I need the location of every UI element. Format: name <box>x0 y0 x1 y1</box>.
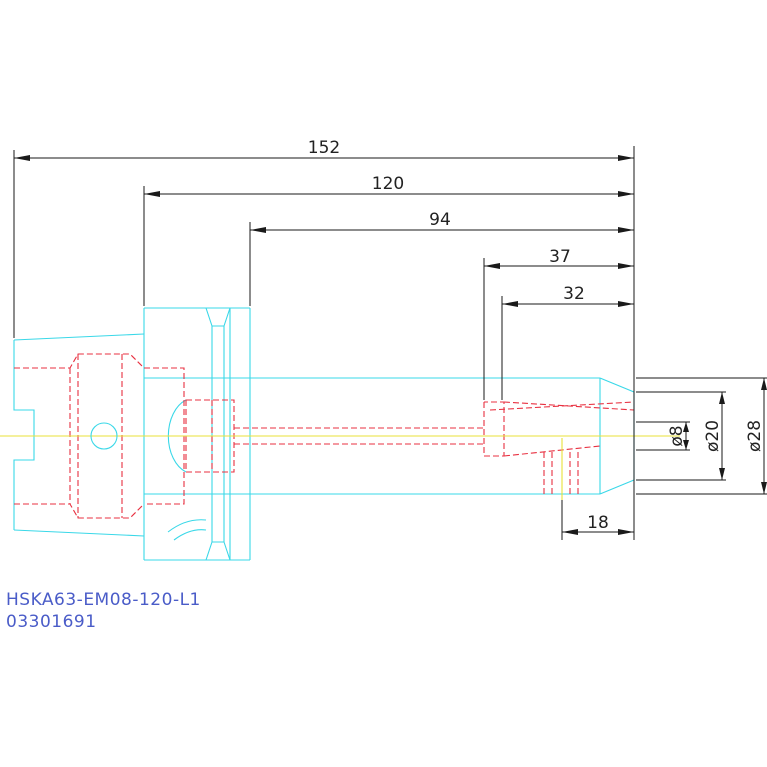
dim-18: 18 <box>587 513 609 533</box>
dimensions: 152 120 94 37 32 18 ø8 ø20 ø28 <box>13 138 767 540</box>
part-code: 03301691 <box>6 612 97 632</box>
dim-dia-20: ø20 <box>703 420 723 452</box>
centerline <box>0 435 680 500</box>
dim-32: 32 <box>563 284 585 304</box>
part-number: HSKA63-EM08-120-L1 <box>6 590 201 610</box>
flange <box>144 307 251 561</box>
dim-dia-8: ø8 <box>667 425 687 446</box>
dim-94: 94 <box>429 210 451 230</box>
dim-37: 37 <box>549 247 571 267</box>
hsk-shank <box>13 308 145 560</box>
cross-hole <box>90 422 118 450</box>
dim-120: 120 <box>372 174 404 194</box>
dim-152: 152 <box>308 138 340 158</box>
dim-dia-28: ø28 <box>745 420 765 452</box>
